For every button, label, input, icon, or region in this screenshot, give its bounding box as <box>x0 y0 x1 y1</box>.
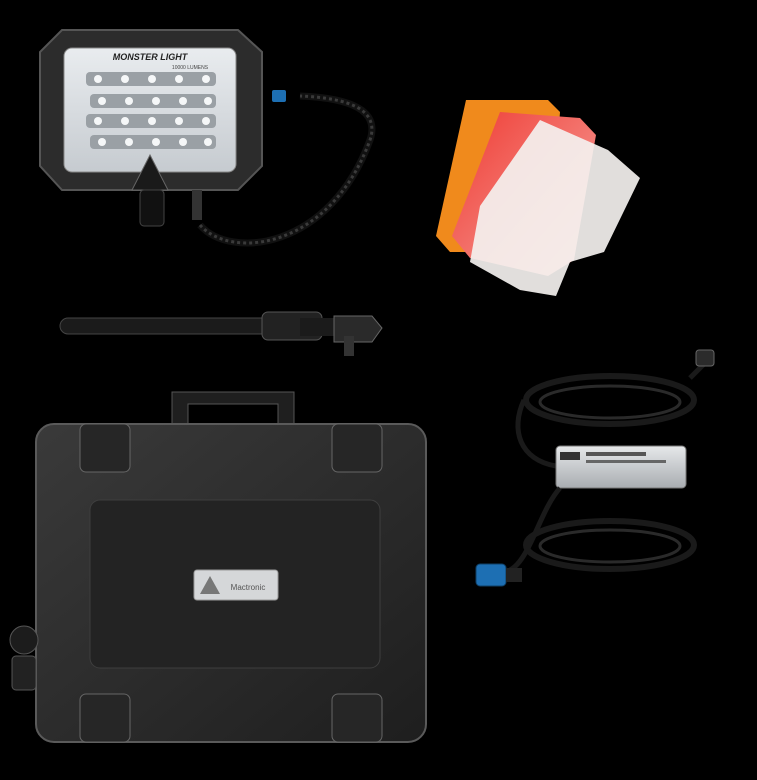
frost-filter <box>470 120 640 296</box>
charger-connector <box>475 563 507 587</box>
telescopic-pole <box>59 311 383 356</box>
case-latch-left <box>79 423 131 473</box>
case-latch-right <box>331 423 383 473</box>
color-filters <box>436 100 640 296</box>
case-handle <box>171 391 295 425</box>
carry-case: Mactronic <box>9 391 427 743</box>
led-rows <box>86 72 216 149</box>
lamp-sub-text: 10000 LUMENS <box>172 65 209 71</box>
case-logo-plate: Mactronic <box>193 569 279 601</box>
led-work-light: MONSTER LIGHT 10000 LUMENS <box>39 29 376 247</box>
power-plug <box>695 349 715 367</box>
lamp-connector <box>272 90 286 102</box>
charger-unit <box>555 445 687 489</box>
battery-charger <box>475 349 715 587</box>
lamp-brand-text: MONSTER LIGHT <box>113 52 189 62</box>
case-logo-text: Mactronic <box>231 583 266 592</box>
case-side-clamp <box>9 625 39 655</box>
